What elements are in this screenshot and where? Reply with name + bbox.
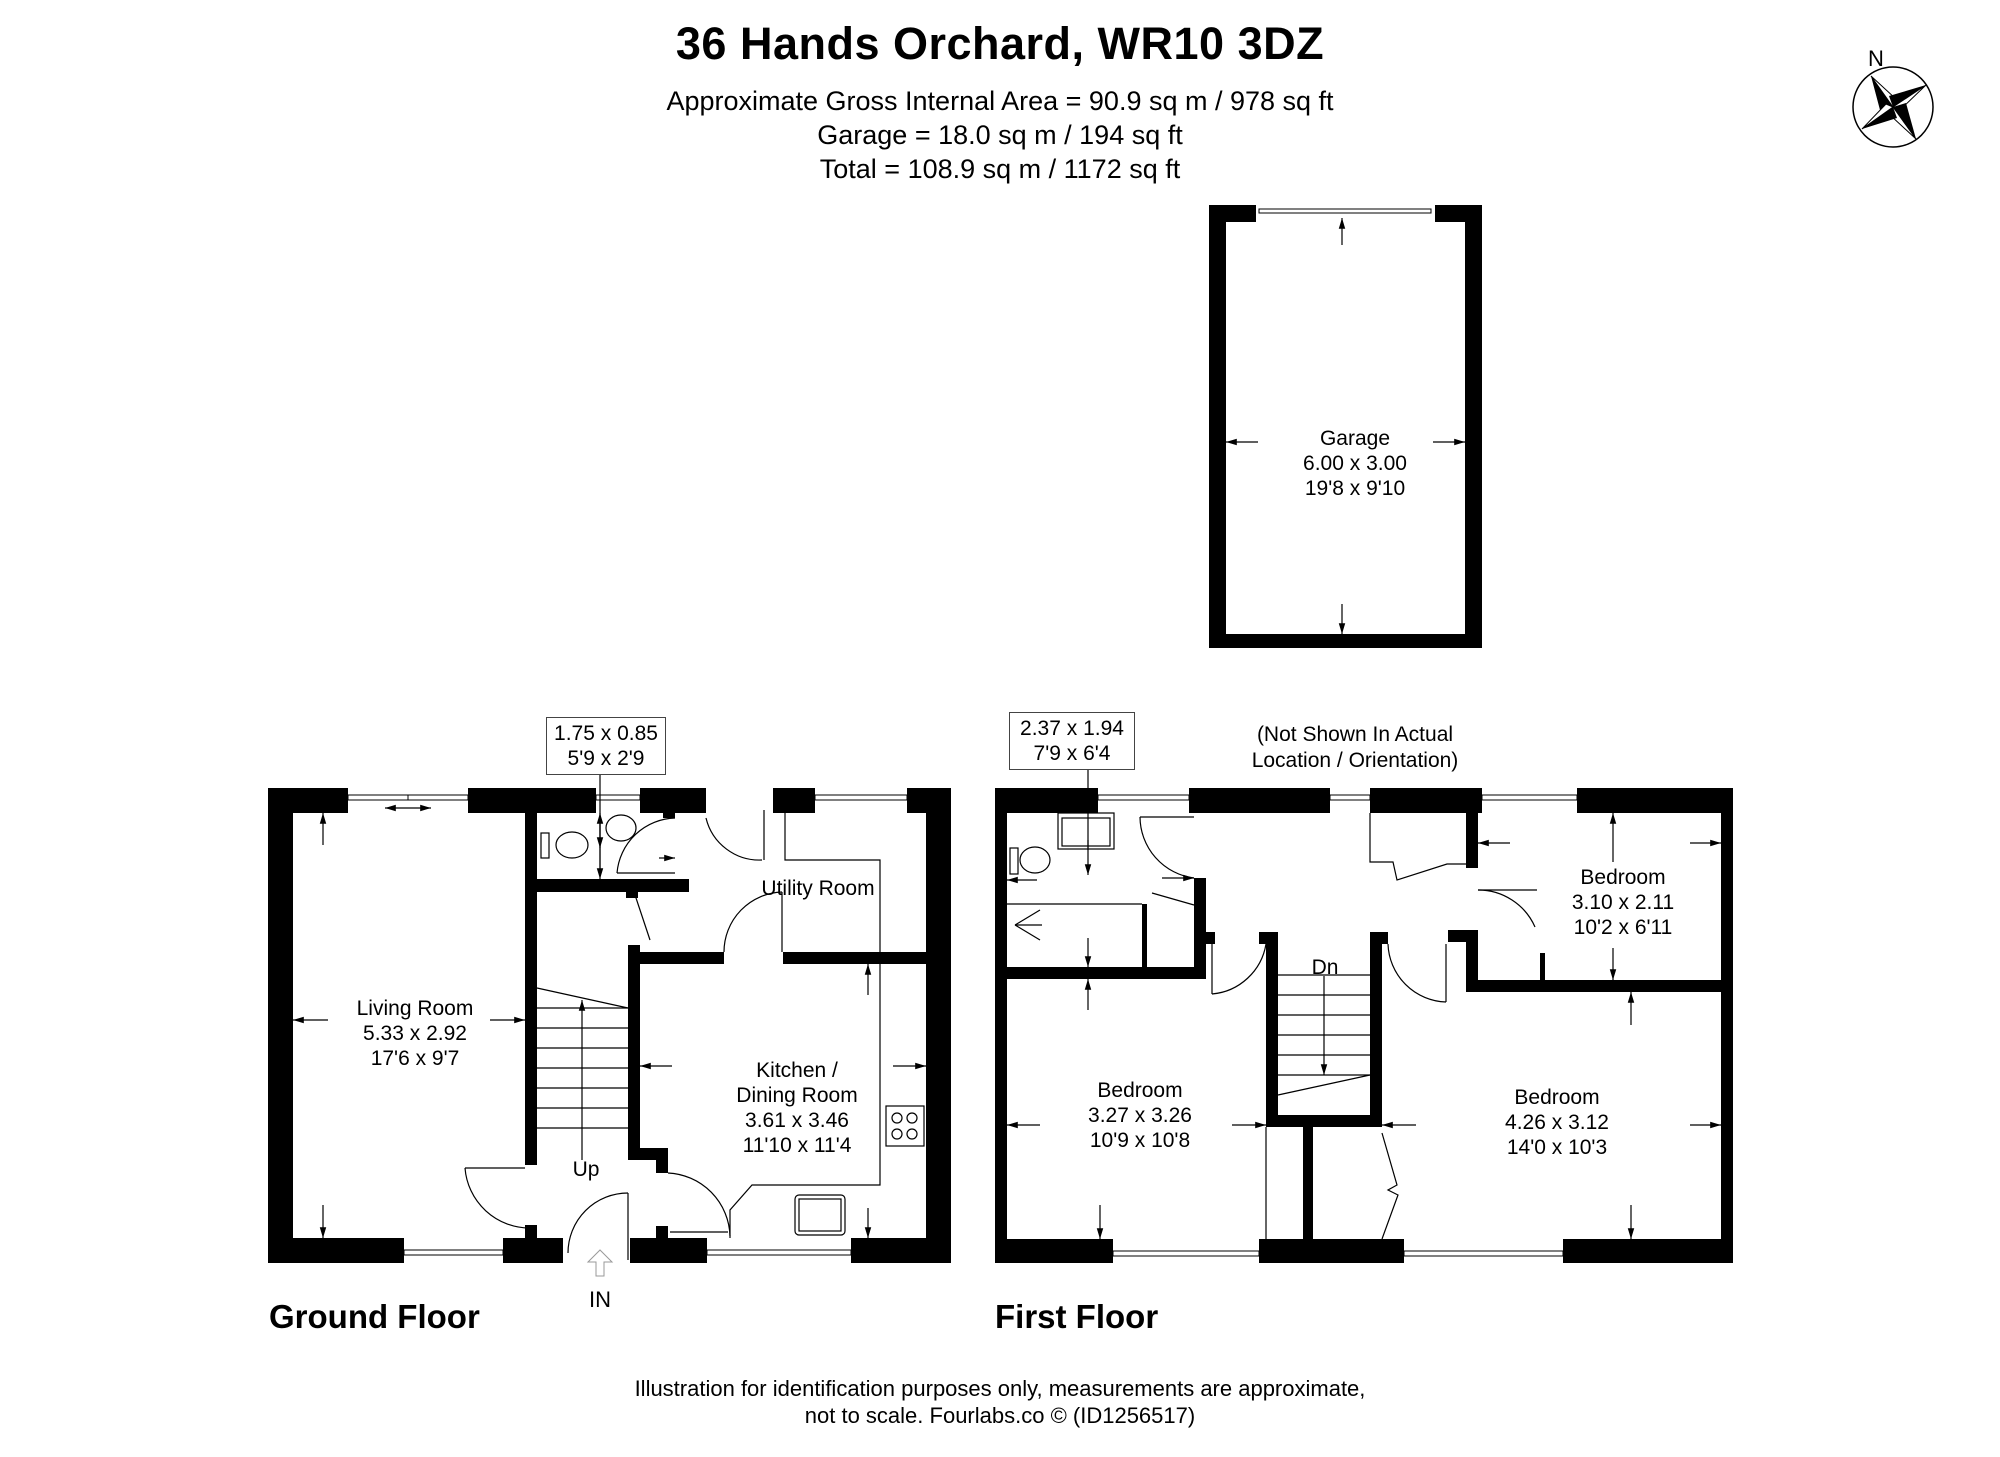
room-name: Bedroom: [1097, 1079, 1183, 1102]
room-imperial: 10'2 x 6'11: [1573, 916, 1673, 939]
stairs-down-label: Dn: [1311, 956, 1339, 979]
disclaimer-line-2: not to scale. Fourlabs.co © (ID1256517): [804, 1403, 1196, 1428]
kitchen-dining-label: Kitchen / Dining Room 3.61 x 3.46 11'10 …: [712, 1058, 882, 1158]
page-title: 36 Hands Orchard, WR10 3DZ: [675, 18, 1325, 69]
compass-north-label: N: [1868, 46, 1884, 71]
garage-location-note: (Not Shown In Actual Location / Orientat…: [1195, 722, 1515, 774]
ground-floor-walls: [268, 788, 951, 1263]
living-room-label: Living Room 5.33 x 2.92 17'6 x 9'7: [330, 996, 500, 1071]
utility-room-label: Utility Room: [761, 877, 875, 900]
entrance-arrow-icon: [586, 1249, 614, 1277]
wc-imperial: 5'9 x 2'9: [567, 747, 645, 770]
first-floor-title: First Floor: [995, 1298, 1159, 1335]
room-imperial: 19'8 x 9'10: [1304, 477, 1406, 500]
total-area: Total = 108.9 sq m / 1172 sq ft: [819, 154, 1181, 184]
room-imperial: 17'6 x 9'7: [370, 1047, 460, 1070]
ground-floor-windows: [347, 794, 908, 1256]
room-name: Bedroom: [1514, 1086, 1600, 1109]
first-floor-windows: [1097, 794, 1578, 1257]
room-name: Garage: [1319, 427, 1391, 450]
wc-metric: 1.75 x 0.85: [554, 722, 658, 745]
room-imperial: 14'0 x 10'3: [1506, 1136, 1608, 1159]
gross-internal-area: Approximate Gross Internal Area = 90.9 s…: [666, 86, 1334, 116]
room-name-2: Dining Room: [736, 1084, 858, 1107]
room-metric: 4.26 x 3.12: [1505, 1111, 1609, 1134]
bathroom-imperial: 7'9 x 6'4: [1033, 742, 1111, 765]
garage-walls: [1209, 205, 1482, 648]
room-metric: 3.27 x 3.26: [1088, 1104, 1192, 1127]
bedroom-left-label: Bedroom 3.27 x 3.26 10'9 x 10'8: [1065, 1078, 1215, 1153]
ground-floor-title: Ground Floor: [269, 1298, 480, 1335]
room-metric: 5.33 x 2.92: [363, 1022, 467, 1045]
wc-dimension-box: 1.75 x 0.85 5'9 x 2'9: [546, 717, 666, 775]
first-floor-walls: [995, 788, 1733, 1263]
room-name-1: Kitchen /: [756, 1059, 838, 1082]
bathroom-metric: 2.37 x 1.94: [1020, 717, 1124, 740]
note-line-1: (Not Shown In Actual: [1256, 723, 1454, 746]
bedroom-small-label: Bedroom 3.10 x 2.11 10'2 x 6'11: [1548, 865, 1698, 940]
ground-floor-fittings: [293, 758, 926, 1260]
garage-area: Garage = 18.0 sq m / 194 sq ft: [817, 120, 1183, 150]
first-floor-fittings: [1007, 760, 1721, 1240]
room-name: Bedroom: [1580, 866, 1666, 889]
disclaimer-line-1: Illustration for identification purposes…: [634, 1376, 1366, 1401]
bathroom-dimension-box: 2.37 x 1.94 7'9 x 6'4: [1009, 712, 1135, 770]
room-imperial: 10'9 x 10'8: [1089, 1129, 1191, 1152]
note-line-2: Location / Orientation): [1251, 749, 1459, 772]
garage-door: [1258, 208, 1432, 214]
room-metric: 3.61 x 3.46: [745, 1109, 849, 1132]
disclaimer: Illustration for identification purposes…: [0, 1375, 2000, 1429]
entrance-label: IN: [589, 1287, 611, 1312]
room-metric: 3.10 x 2.11: [1571, 891, 1675, 914]
stairs-up-label: Up: [572, 1158, 600, 1181]
room-name: Living Room: [356, 997, 474, 1020]
garage-room-label: Garage 6.00 x 3.00 19'8 x 9'10: [1280, 426, 1430, 501]
room-imperial: 11'10 x 11'4: [742, 1134, 852, 1157]
room-metric: 6.00 x 3.00: [1303, 452, 1407, 475]
compass-rose-icon: [1852, 66, 1934, 148]
bedroom-right-label: Bedroom 4.26 x 3.12 14'0 x 10'3: [1482, 1085, 1632, 1160]
